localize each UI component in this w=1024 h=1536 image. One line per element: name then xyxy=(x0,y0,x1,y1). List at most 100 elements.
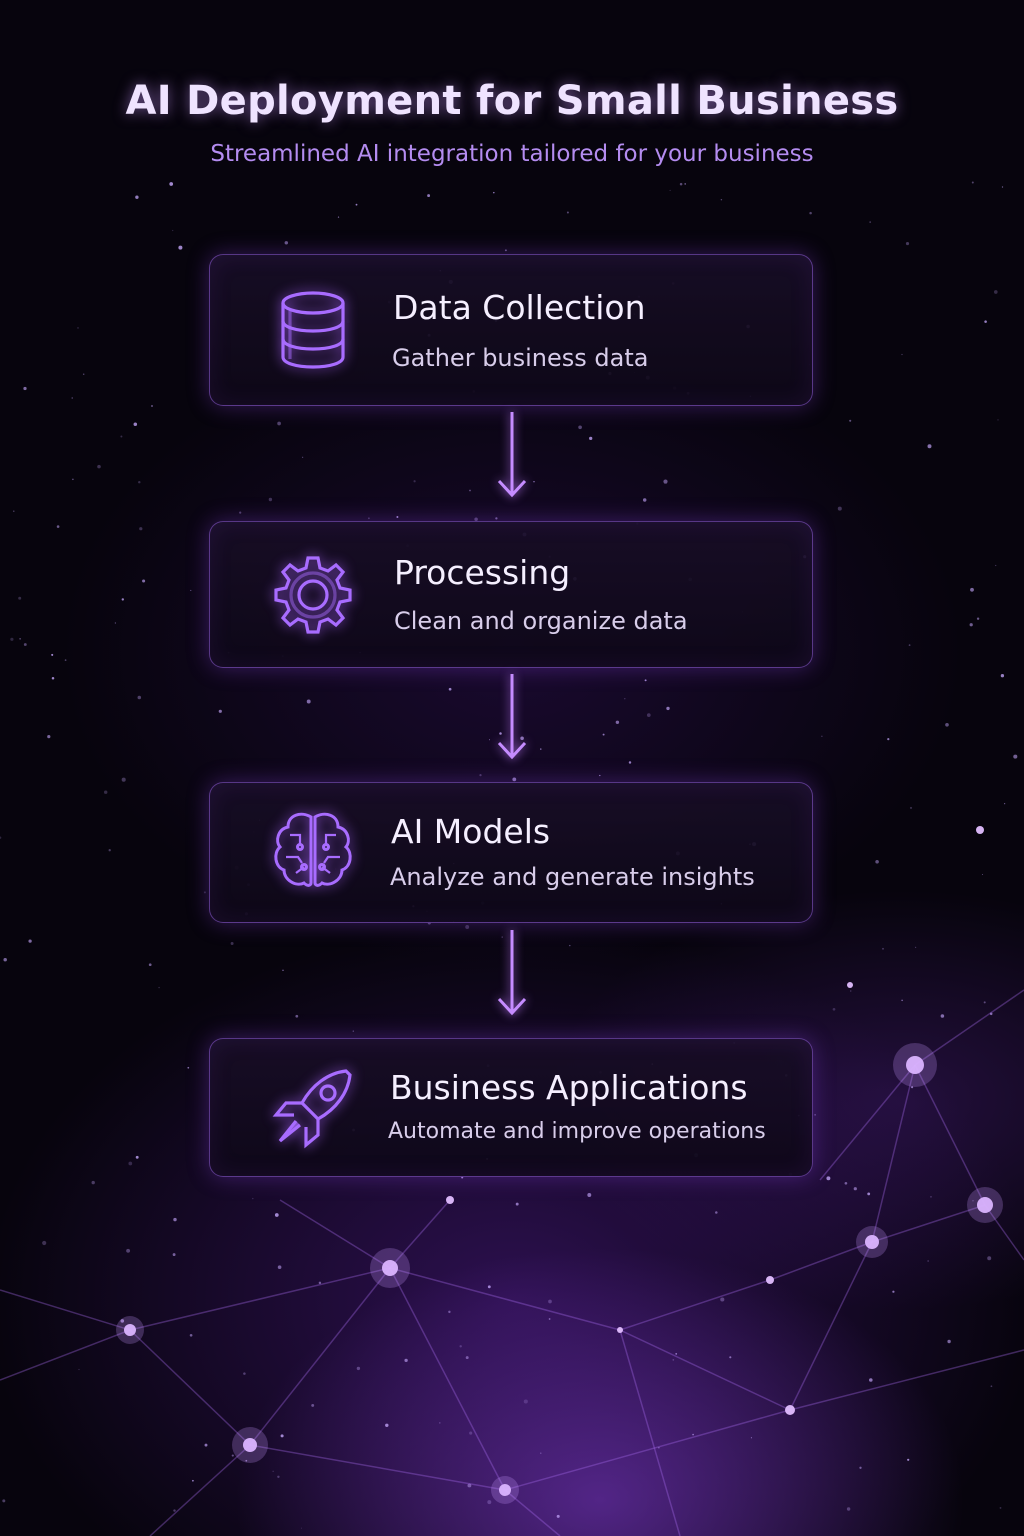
star xyxy=(356,1366,361,1371)
star xyxy=(64,659,67,661)
star xyxy=(672,1359,675,1361)
star xyxy=(121,598,124,601)
step-description: Automate and improve operations xyxy=(388,1119,766,1144)
star xyxy=(927,1260,929,1262)
star xyxy=(318,1281,322,1285)
star xyxy=(826,1176,831,1181)
star xyxy=(77,327,79,329)
star xyxy=(814,1114,816,1116)
star xyxy=(909,806,913,809)
star xyxy=(930,1196,932,1198)
star xyxy=(997,419,999,421)
star xyxy=(927,444,932,449)
star xyxy=(28,939,32,943)
star xyxy=(10,637,14,641)
star xyxy=(715,1211,718,1214)
star xyxy=(850,990,852,992)
star xyxy=(277,1475,280,1479)
star xyxy=(578,425,582,430)
star xyxy=(178,245,183,250)
star xyxy=(990,1385,993,1388)
star xyxy=(280,1434,284,1438)
star xyxy=(853,1187,857,1191)
star xyxy=(493,191,495,194)
star xyxy=(135,1155,139,1159)
flow-arrow xyxy=(490,926,534,1018)
star xyxy=(520,736,524,741)
star xyxy=(47,735,51,739)
star xyxy=(566,211,569,214)
star xyxy=(658,1447,660,1449)
star xyxy=(983,1001,986,1004)
star xyxy=(3,957,7,962)
star xyxy=(148,963,152,967)
star xyxy=(599,774,601,777)
star xyxy=(13,510,15,512)
star xyxy=(972,1200,974,1202)
star xyxy=(669,189,671,191)
star xyxy=(282,969,284,972)
star xyxy=(1001,186,1004,188)
brain-icon xyxy=(268,805,358,895)
star xyxy=(0,836,2,839)
star xyxy=(914,946,917,949)
step-description: Analyze and generate insights xyxy=(390,863,755,891)
star xyxy=(78,1368,80,1371)
star xyxy=(587,1193,592,1197)
star xyxy=(91,1180,95,1185)
star xyxy=(644,679,647,682)
star xyxy=(243,1372,246,1375)
star xyxy=(837,506,842,511)
star xyxy=(158,986,160,989)
star xyxy=(302,456,304,458)
star xyxy=(882,947,884,950)
star xyxy=(173,1217,177,1222)
star xyxy=(679,182,683,186)
star xyxy=(245,1459,248,1462)
star xyxy=(151,405,153,407)
star xyxy=(467,1483,472,1488)
star xyxy=(133,422,138,426)
star xyxy=(114,622,117,624)
star xyxy=(51,653,54,656)
star xyxy=(984,320,987,323)
star xyxy=(474,517,478,522)
star xyxy=(56,525,60,528)
star xyxy=(284,241,289,245)
star xyxy=(71,397,73,399)
star xyxy=(469,1431,473,1435)
star xyxy=(569,944,571,947)
page-subtitle: Streamlined AI integration tailored for … xyxy=(210,141,814,167)
star xyxy=(137,695,142,700)
star xyxy=(274,1213,279,1217)
star xyxy=(540,1452,542,1454)
star xyxy=(469,489,471,492)
star xyxy=(72,478,74,481)
star xyxy=(844,1181,848,1185)
step-title: Business Applications xyxy=(390,1068,748,1107)
star xyxy=(869,1378,873,1382)
step-title: AI Models xyxy=(391,812,551,851)
star xyxy=(126,1248,131,1253)
step-description: Clean and organize data xyxy=(394,607,688,635)
star xyxy=(120,1319,125,1323)
star xyxy=(887,737,890,741)
star xyxy=(487,1285,491,1289)
star xyxy=(663,479,668,484)
star xyxy=(385,1423,389,1428)
star xyxy=(413,480,416,483)
star xyxy=(499,732,502,735)
star xyxy=(479,773,482,777)
star xyxy=(589,436,593,441)
star xyxy=(832,1007,836,1011)
star xyxy=(42,1240,47,1246)
star xyxy=(908,644,911,646)
step-card-ai-models: AI Models Analyze and generate insights xyxy=(209,782,813,923)
star xyxy=(218,709,222,713)
star xyxy=(750,1437,752,1439)
star xyxy=(187,1066,190,1069)
star xyxy=(846,1507,851,1511)
star xyxy=(540,748,542,750)
star xyxy=(139,527,143,531)
